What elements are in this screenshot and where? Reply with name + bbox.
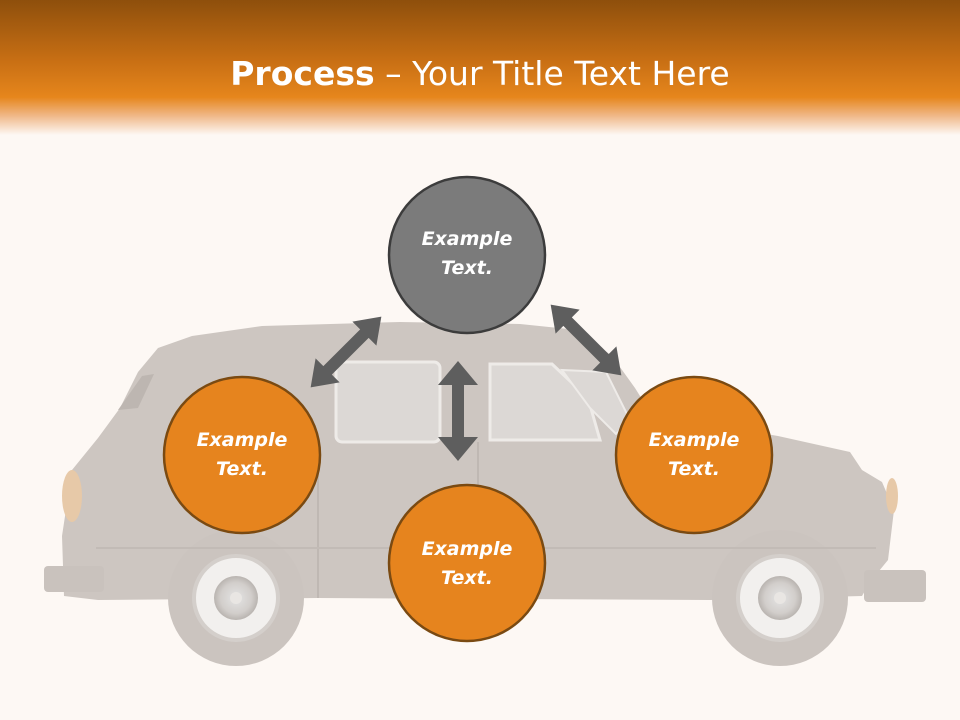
node-label-left-line2: Text. bbox=[216, 458, 268, 480]
node-label-bottom-line2: Text. bbox=[441, 567, 493, 589]
node-label-bottom-line1: Example bbox=[421, 538, 513, 560]
node-circle-top bbox=[387, 175, 547, 335]
node-label-top: Example Text. bbox=[392, 225, 542, 283]
node-circle-right bbox=[614, 375, 774, 535]
node-label-top-line2: Text. bbox=[441, 257, 493, 279]
arrow-vertical bbox=[438, 361, 478, 461]
arrow-top-right bbox=[550, 304, 622, 376]
arrows bbox=[310, 304, 622, 461]
title-bar bbox=[0, 0, 960, 135]
node-label-bottom: Example Text. bbox=[392, 535, 542, 593]
node-label-right-line2: Text. bbox=[668, 458, 720, 480]
node-label-left-line1: Example bbox=[196, 429, 288, 451]
node-label-left: Example Text. bbox=[167, 426, 317, 484]
node-circle-left bbox=[162, 375, 322, 535]
title-rest: – Your Title Text Here bbox=[374, 54, 730, 93]
node-label-top-line1: Example bbox=[421, 228, 513, 250]
node-circle-bottom bbox=[387, 483, 547, 643]
title-bold: Process bbox=[230, 54, 375, 93]
arrow-top-left bbox=[310, 316, 382, 388]
node-label-right: Example Text. bbox=[619, 426, 769, 484]
slide-title: Process – Your Title Text Here bbox=[0, 52, 960, 96]
node-label-right-line1: Example bbox=[648, 429, 740, 451]
